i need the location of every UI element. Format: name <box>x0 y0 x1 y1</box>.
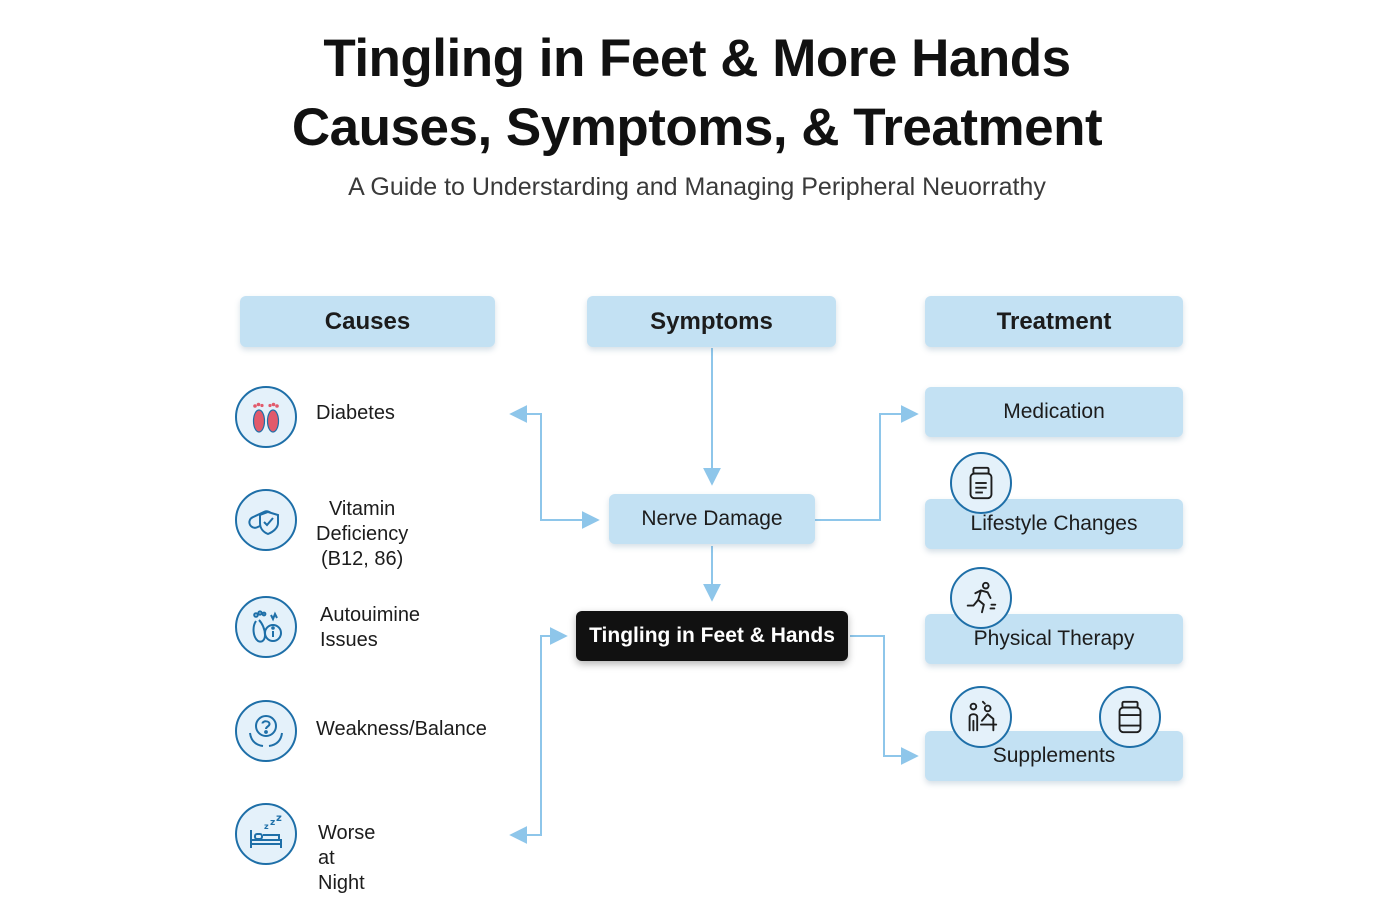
causes-header: Causes <box>240 296 495 347</box>
page-title-line-2: Causes, Symptoms, & Treatment <box>291 98 1103 157</box>
cause-label-diabetes: Diabetes <box>316 402 395 424</box>
treatment-header: Treatment <box>925 296 1183 347</box>
connector-tingling-night <box>509 627 568 844</box>
nerve-damage-box: Nerve Damage <box>609 494 815 544</box>
cause-label-vitamin-line-1: Vitamin Deficiency <box>316 498 409 545</box>
connector-tingling-supplements <box>850 635 919 765</box>
cause-label-autoimmune-line-2: Issues <box>320 629 378 651</box>
foot-info-icon <box>235 596 297 658</box>
cause-label-autoimmune: Autouimine Issues <box>320 603 420 653</box>
pill-shield-icon <box>235 489 297 551</box>
running-person-icon <box>950 567 1012 629</box>
cause-label-weakness-balance: Weakness/Balance <box>316 718 487 740</box>
page-title-line-1: Tingling in Feet & More Hands <box>323 29 1071 88</box>
question-hands-icon <box>235 700 297 762</box>
svg-text:z: z <box>270 818 275 828</box>
svg-text:z: z <box>276 814 282 824</box>
medicine-bottle-icon <box>950 452 1012 514</box>
cause-label-autoimmune-line-1: Autouimine <box>320 604 421 626</box>
treatment-medication: Medication <box>925 387 1183 437</box>
therapy-session-icon <box>950 686 1012 748</box>
supplement-bottle-icon <box>1099 686 1161 748</box>
svg-text:z: z <box>264 822 269 831</box>
connector-diabetes-nerve <box>509 405 600 529</box>
symptoms-header: Symptoms <box>587 296 836 347</box>
tingling-box: Tingling in Feet & Hands <box>576 611 848 661</box>
cause-label-worse-at-night: Worse at Night <box>318 822 376 894</box>
sleep-bed-icon: z z z <box>235 803 297 865</box>
connector-nerve-medication <box>815 405 919 521</box>
cause-label-vitamin-line-2: (B12, 86) <box>320 548 404 570</box>
page-subtitle: A Guide to Understarding and Managing Pe… <box>348 173 1046 201</box>
feet-icon <box>235 386 297 448</box>
cause-label-vitamin-deficiency: Vitamin Deficiency (B12, 86) <box>316 497 408 572</box>
